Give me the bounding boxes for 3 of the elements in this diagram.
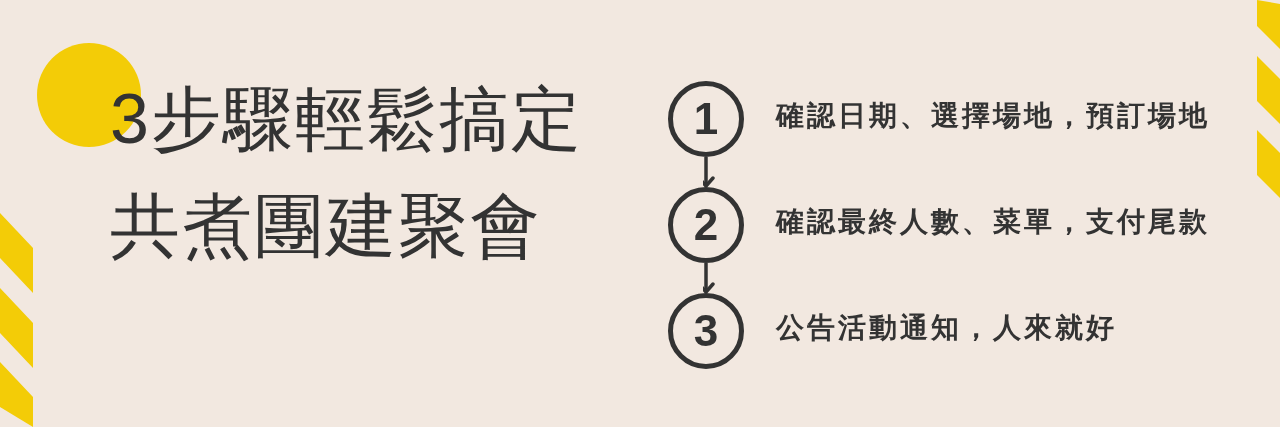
step-description: 確認最終人數、菜單，支付尾款: [776, 204, 1210, 239]
step-description: 公告活動通知，人來就好: [776, 310, 1117, 345]
step-description: 確認日期、選擇場地，預訂場地: [776, 98, 1210, 133]
